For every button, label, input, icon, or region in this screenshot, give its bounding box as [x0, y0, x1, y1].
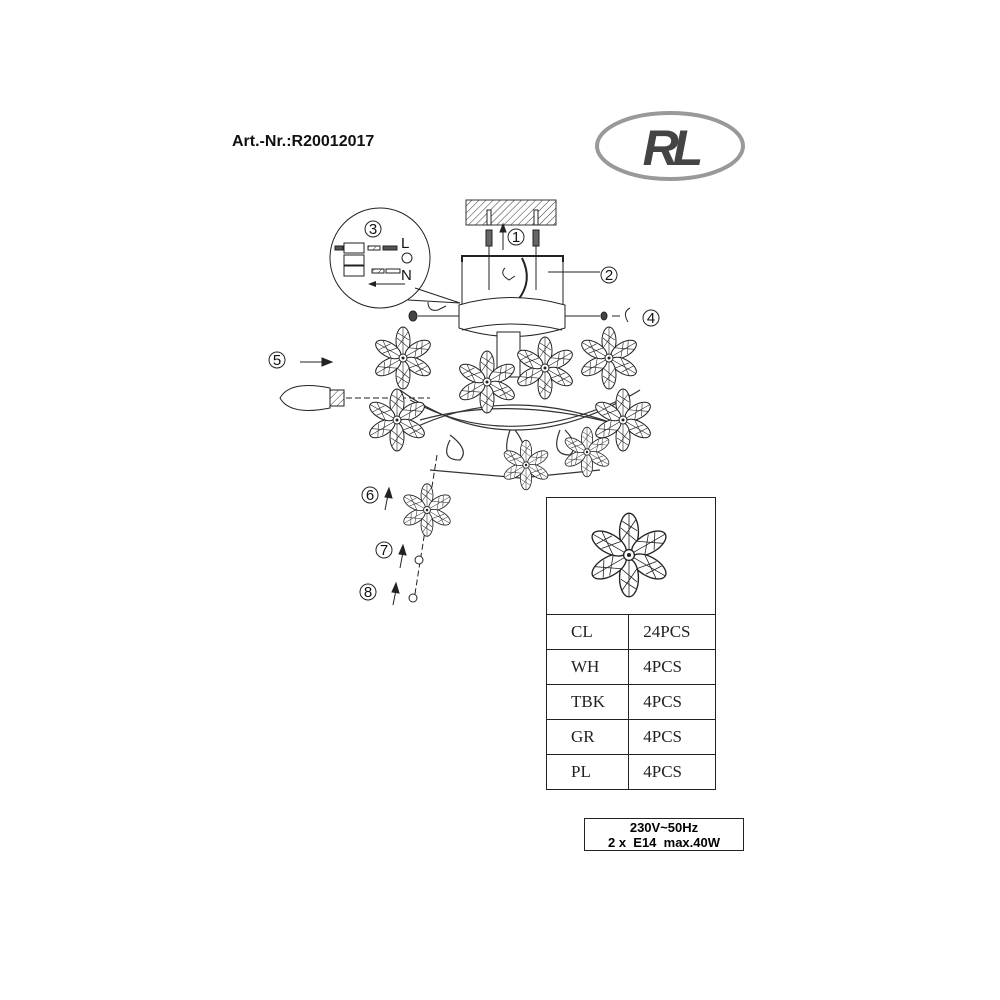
step-1: 1 — [507, 228, 525, 246]
part-qty: 24PCS — [628, 614, 716, 650]
mounting-bracket — [461, 255, 564, 262]
part-code: CL — [545, 614, 630, 650]
part-qty: 4PCS — [628, 719, 716, 755]
ceiling — [465, 199, 557, 226]
loose-flower — [401, 484, 453, 537]
flower — [579, 327, 640, 389]
wiring-callout: L N — [329, 207, 461, 309]
step-arrows — [300, 315, 620, 606]
bulb-spec: 2 x E14 max.40W — [607, 835, 720, 850]
step-8: 8 — [359, 583, 377, 601]
part-qty: 4PCS — [628, 754, 716, 790]
part-qty: 4PCS — [628, 684, 716, 720]
step-6: 6 — [361, 486, 379, 504]
washer — [414, 555, 424, 565]
part-qty: 4PCS — [628, 649, 716, 685]
bulb — [279, 385, 430, 411]
wall-plugs — [485, 209, 540, 290]
article-number: Art.-Nr.:R20012017 — [232, 133, 375, 150]
flower — [373, 327, 434, 389]
rl-logo: RL — [595, 111, 745, 181]
svg-text:RL: RL — [643, 120, 701, 176]
svg-text:8: 8 — [364, 584, 372, 601]
step-2: 2 — [600, 266, 618, 284]
flower — [502, 440, 551, 490]
voltage-spec: 230V~50Hz — [629, 820, 699, 835]
svg-text:3: 3 — [369, 221, 377, 238]
step-4: 4 — [642, 309, 660, 327]
svg-text:4: 4 — [647, 310, 655, 327]
live-label: L — [401, 235, 409, 252]
flower-illustration — [547, 498, 715, 609]
part-code: TBK — [545, 684, 630, 720]
part-code: PL — [545, 754, 630, 790]
svg-text:5: 5 — [273, 352, 281, 369]
step-7: 7 — [375, 541, 393, 559]
svg-text:1: 1 — [512, 229, 520, 246]
arrows — [499, 222, 516, 281]
svg-text:2: 2 — [605, 267, 613, 284]
part-code: WH — [545, 649, 630, 685]
part-code: GR — [545, 719, 630, 755]
neutral-label: N — [401, 267, 412, 284]
svg-text:6: 6 — [366, 487, 374, 504]
cap-nut — [408, 593, 418, 603]
flower — [515, 337, 576, 399]
svg-text:7: 7 — [380, 542, 388, 559]
step-3: 3 — [364, 220, 382, 238]
step-5: 5 — [268, 351, 286, 369]
flower-illustration-cell — [546, 497, 716, 615]
electrical-spec-box: 230V~50Hz 2 x E14 max.40W — [584, 818, 744, 851]
